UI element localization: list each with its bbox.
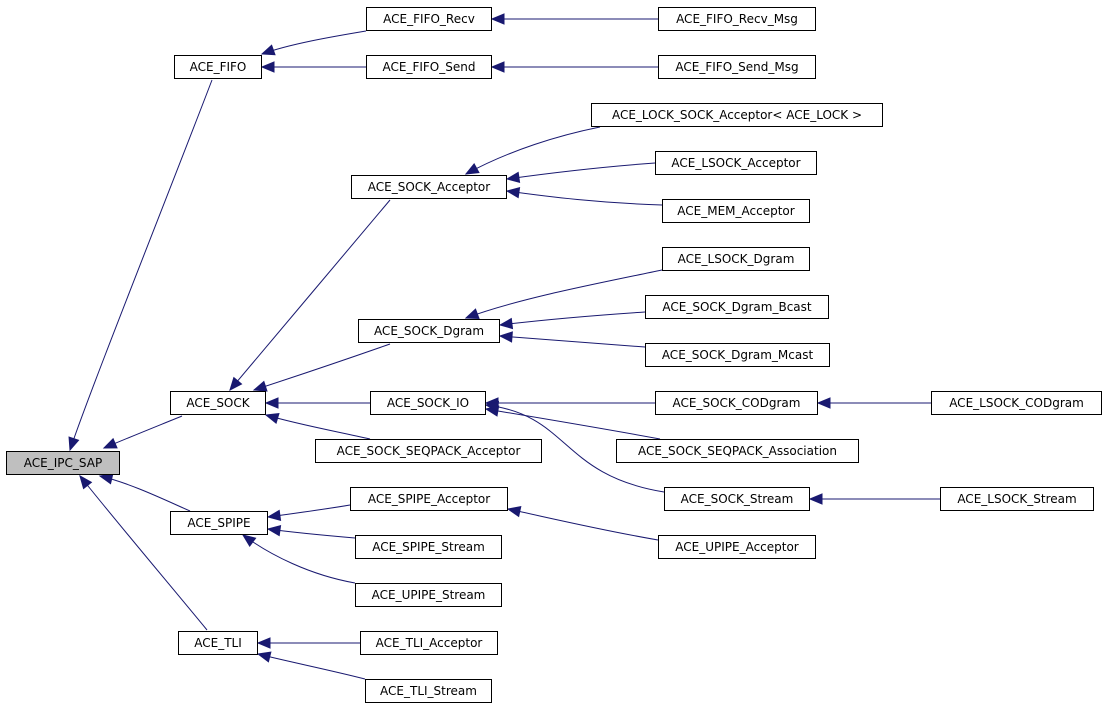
arrowhead-ace-ipc-sap [68,436,80,452]
node-ace-mem-acceptor[interactable]: ACE_MEM_Acceptor [662,199,810,223]
arrowhead-ace-sock-io [484,400,500,413]
node-ace-fifo-send[interactable]: ACE_FIFO_Send [366,55,492,79]
node-ace-fifo-recv[interactable]: ACE_FIFO_Recv [366,7,492,31]
node-ace-sock-codgram[interactable]: ACE_SOCK_CODgram [655,391,818,415]
arrowhead-ace-sock-stream [808,493,823,505]
edge-ace-sock-acceptor-to-ace-sock [229,199,391,391]
arrowhead-ace-sock [252,380,268,392]
edge-ace-sock-dgram-bcast-to-ace-sock-dgram [499,311,646,326]
node-ace-sock[interactable]: ACE_SOCK [170,391,266,415]
edge-ace-lsock-dgram-to-ace-sock-dgram [465,269,663,319]
arrowhead-ace-sock [229,376,243,391]
node-ace-sock-stream[interactable]: ACE_SOCK_Stream [664,487,810,511]
edge-ace-sock-to-ace-ipc-sap [103,415,183,449]
node-ace-ipc-sap[interactable]: ACE_IPC_SAP [6,451,120,475]
arrowhead-ace-tli [256,637,271,649]
node-ace-tli[interactable]: ACE_TLI [178,631,258,655]
edge-ace-sock-dgram-mcast-to-ace-sock-dgram [499,335,646,348]
node-ace-sock-seqpack-association[interactable]: ACE_SOCK_SEQPACK_Association [616,439,859,463]
arrowhead-ace-spipe [266,524,282,537]
arrowhead-ace-ipc-sap [79,474,93,490]
edge-ace-sock-seqpack-association-to-ace-sock-io [485,408,661,440]
node-ace-fifo[interactable]: ACE_FIFO [174,55,262,79]
node-ace-sock-dgram-mcast[interactable]: ACE_SOCK_Dgram_Mcast [645,343,830,367]
node-ace-lsock-dgram[interactable]: ACE_LSOCK_Dgram [662,247,810,271]
arrowhead-ace-sock-acceptor [464,162,480,175]
arrowhead-ace-sock-acceptor [505,171,521,183]
node-ace-tli-acceptor[interactable]: ACE_TLI_Acceptor [360,631,498,655]
node-ace-lsock-acceptor[interactable]: ACE_LSOCK_Acceptor [655,151,817,175]
arrowhead-ace-tli [256,651,272,663]
node-ace-lsock-codgram[interactable]: ACE_LSOCK_CODgram [931,391,1102,415]
edge-ace-lock-sock-acceptor-to-ace-sock-acceptor [465,126,601,175]
node-ace-sock-acceptor[interactable]: ACE_SOCK_Acceptor [351,175,507,199]
arrowhead-ace-ipc-sap [102,437,118,449]
arrowhead-ace-sock [264,397,279,409]
edge-ace-sock-dgram-to-ace-sock [253,343,391,391]
edge-ace-fifo-recv-to-ace-fifo [261,30,367,55]
edge-ace-upipe-stream-to-ace-spipe [242,534,356,584]
arrowhead-ace-spipe [241,534,257,548]
edge-ace-tli-stream-to-ace-tli [257,653,366,680]
node-ace-tli-stream[interactable]: ACE_TLI_Stream [365,679,492,703]
edge-ace-spipe-stream-to-ace-spipe [267,528,356,539]
arrowhead-ace-fifo-recv [490,13,505,25]
edge-ace-mem-acceptor-to-ace-sock-acceptor [506,190,663,206]
arrowhead-ace-ipc-sap [98,473,114,485]
edge-ace-sock-stream-to-ace-sock-io [485,404,665,493]
arrowhead-ace-sock [264,413,280,425]
arrowhead-ace-fifo-send [490,61,505,73]
edge-ace-fifo-to-ace-ipc-sap [69,79,213,451]
edge-ace-tli-to-ace-ipc-sap [79,475,208,631]
arrowhead-ace-sock-dgram [498,331,513,343]
edge-ace-lsock-acceptor-to-ace-sock-acceptor [506,162,656,180]
arrowhead-ace-sock-acceptor [505,187,521,199]
node-ace-spipe[interactable]: ACE_SPIPE [170,511,268,535]
node-ace-upipe-stream[interactable]: ACE_UPIPE_Stream [355,583,502,607]
node-ace-sock-dgram[interactable]: ACE_SOCK_Dgram [358,319,500,343]
arrowhead-ace-fifo [260,61,275,73]
arrowhead-ace-fifo [260,44,276,56]
node-ace-sock-dgram-bcast[interactable]: ACE_SOCK_Dgram_Bcast [645,295,829,319]
node-ace-spipe-acceptor[interactable]: ACE_SPIPE_Acceptor [350,487,508,511]
node-ace-spipe-stream[interactable]: ACE_SPIPE_Stream [355,535,502,559]
node-ace-sock-io[interactable]: ACE_SOCK_IO [370,391,486,415]
node-ace-lock-sock-acceptor[interactable]: ACE_LOCK_SOCK_Acceptor< ACE_LOCK > [591,103,883,127]
arrowhead-ace-sock-dgram [464,308,480,320]
node-ace-fifo-send-msg[interactable]: ACE_FIFO_Send_Msg [658,55,816,79]
edge-ace-sock-seqpack-acceptor-to-ace-sock [265,414,371,440]
node-ace-lsock-stream[interactable]: ACE_LSOCK_Stream [940,487,1094,511]
node-ace-sock-seqpack-acceptor[interactable]: ACE_SOCK_SEQPACK_Acceptor [315,439,542,463]
edge-ace-upipe-acceptor-to-ace-spipe-acceptor [507,508,659,541]
arrowhead-ace-spipe-acceptor [506,505,522,518]
node-ace-fifo-recv-msg[interactable]: ACE_FIFO_Recv_Msg [658,7,816,31]
edge-ace-spipe-to-ace-ipc-sap [99,475,191,512]
arrowhead-ace-spipe [266,509,282,522]
arrowhead-ace-sock-dgram [498,317,514,330]
arrowhead-ace-sock-codgram [816,397,831,409]
node-ace-upipe-acceptor[interactable]: ACE_UPIPE_Acceptor [658,535,816,559]
